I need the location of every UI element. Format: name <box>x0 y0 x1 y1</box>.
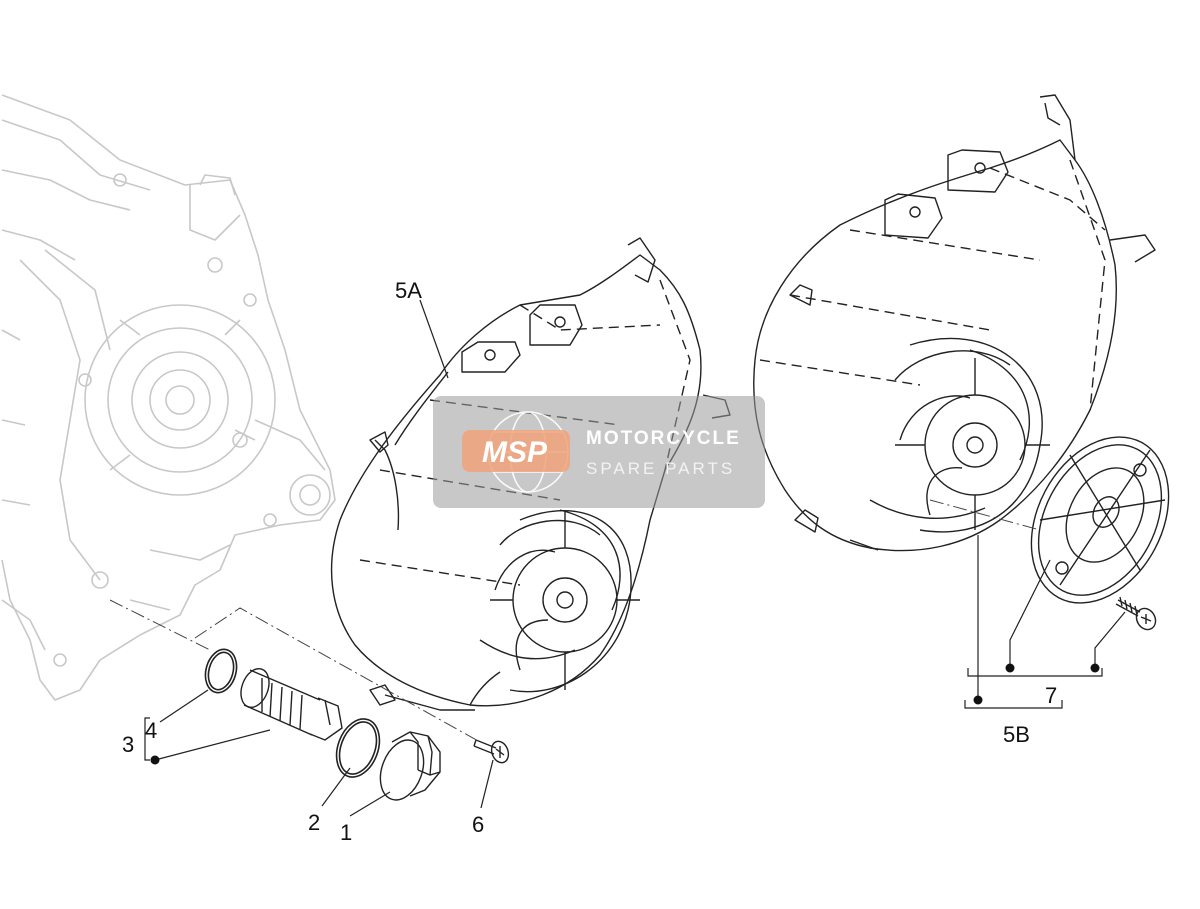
watermark-line2: SPARE PARTS <box>586 459 735 478</box>
leader-7b <box>1094 611 1126 668</box>
callout-2: 2 <box>308 810 320 835</box>
callout-3: 3 <box>122 732 134 757</box>
callouts: 4 3 2 1 6 5A 7 5B <box>122 278 1057 845</box>
watermark-logo: MSP <box>482 436 548 469</box>
callout-6: 6 <box>472 812 484 837</box>
bracket-5b <box>964 700 1063 709</box>
bolt-6 <box>473 739 510 764</box>
logo-badge <box>462 430 570 472</box>
callout-4: 4 <box>145 718 157 743</box>
leader-4 <box>159 689 209 723</box>
drain-cap-1 <box>379 731 441 801</box>
leader-dots <box>150 663 1100 765</box>
bracket-3 <box>144 717 150 761</box>
leader-7a <box>1009 559 1051 668</box>
leader-3 <box>154 729 271 761</box>
leader-1 <box>349 791 391 817</box>
engine-case-ghost <box>1 94 336 701</box>
fan-vanes-5a <box>479 509 640 693</box>
alignment-lines <box>109 499 1041 743</box>
grille-disc-7 <box>1030 436 1170 604</box>
watermark: MSP MOTORCYCLE SPARE PARTS <box>433 396 765 508</box>
oil-filter-3 <box>240 667 343 741</box>
o-ring-4 <box>204 648 238 694</box>
bracket-7 <box>967 668 1103 677</box>
screw-7 <box>1115 596 1157 631</box>
callout-1: 1 <box>340 820 352 845</box>
leader-5a <box>419 299 449 379</box>
o-ring-2 <box>335 718 381 778</box>
fan-vanes-5b <box>869 337 1050 533</box>
flywheel-cover-5b <box>753 94 1156 552</box>
callout-5a: 5A <box>395 278 422 303</box>
callout-5b: 5B <box>1003 722 1030 747</box>
leader-2 <box>321 767 351 807</box>
watermark-line1: MOTORCYCLE <box>586 428 741 449</box>
leader-lines <box>144 299 1126 817</box>
callout-7: 7 <box>1045 683 1057 708</box>
leader-6 <box>480 759 494 809</box>
